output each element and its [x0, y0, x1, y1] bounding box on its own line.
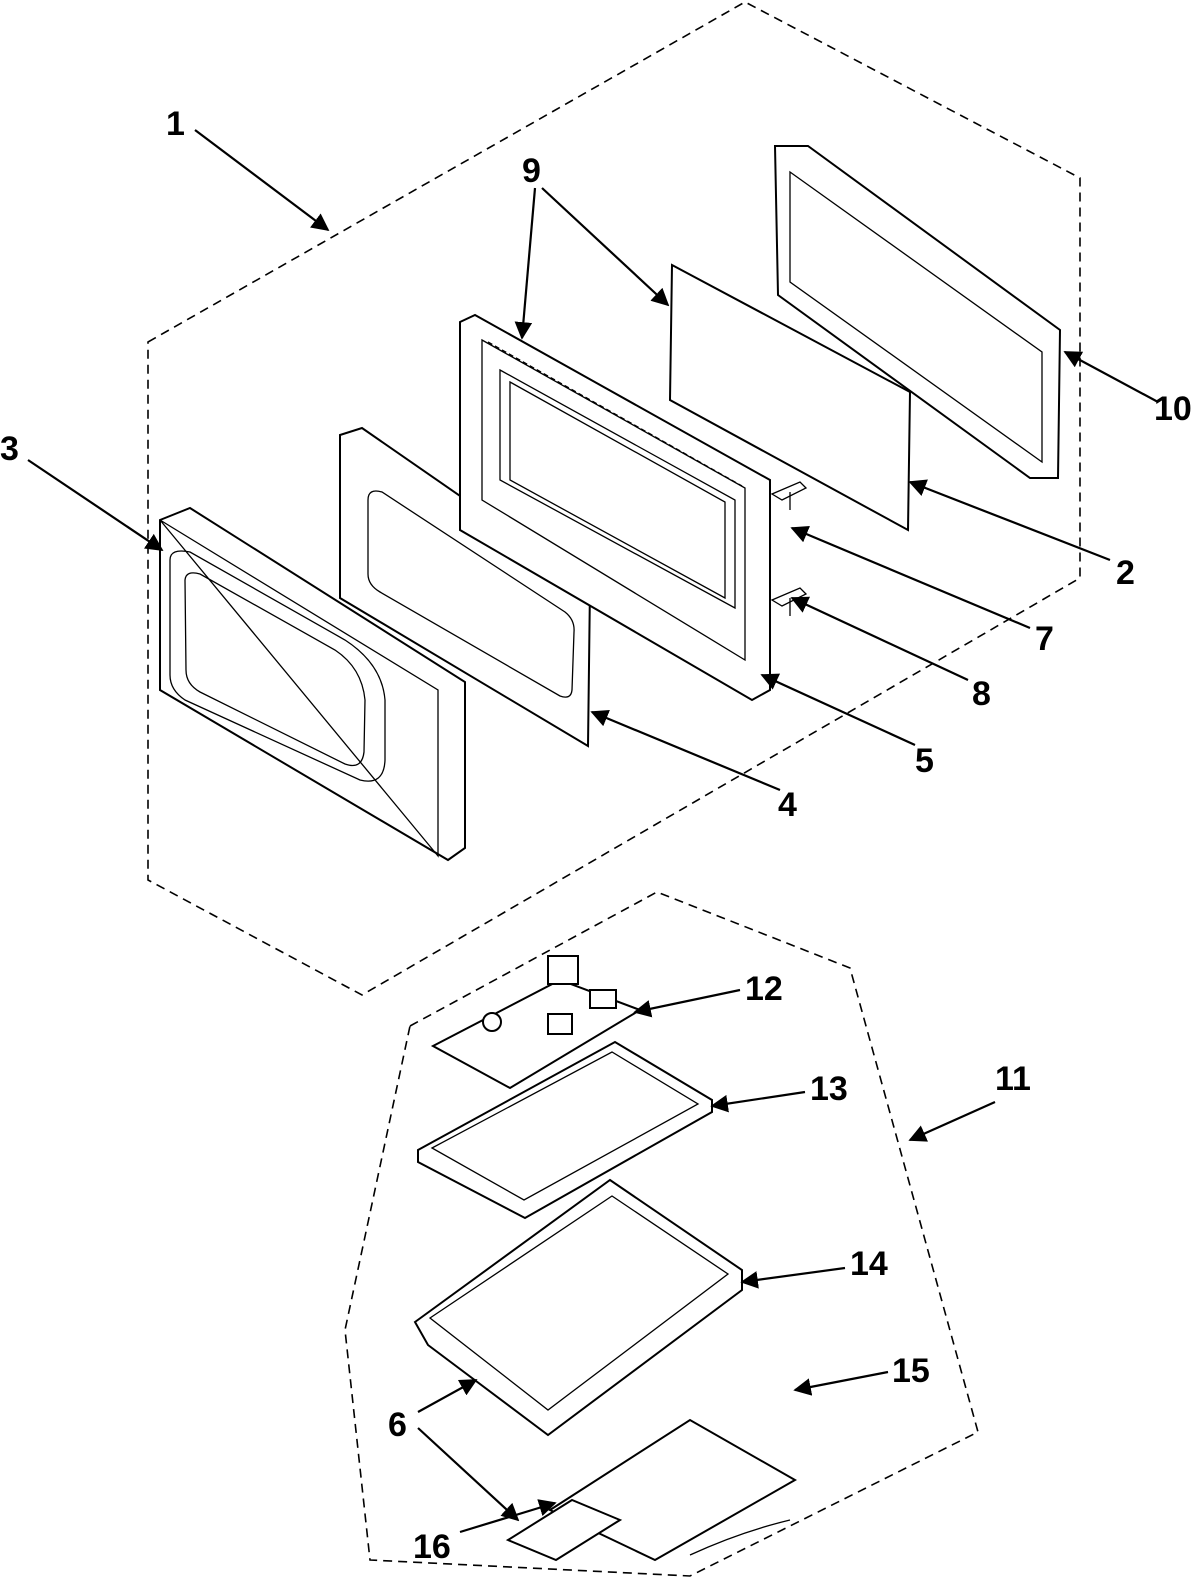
callout-13: 13: [810, 1070, 848, 1108]
door-glass: [668, 263, 912, 532]
callout-8: 8: [972, 675, 991, 713]
callout-14: 14: [850, 1245, 888, 1283]
door-assembly-boundary: [147, 1, 1081, 996]
callout-4: 4: [778, 786, 797, 824]
door-inner-frame: [459, 313, 771, 702]
callout-10: 10: [1154, 390, 1192, 428]
callout-5: 5: [915, 742, 934, 780]
callout-7: 7: [1035, 620, 1054, 658]
callout-1: 1: [166, 105, 185, 143]
latch-hook-upper: [770, 481, 808, 510]
door-front-frame: [159, 506, 466, 862]
callout-6: 6: [388, 1406, 407, 1444]
latch-hook-lower: [770, 587, 808, 616]
leader-lines: [27, 129, 1159, 1534]
callout-3: 3: [0, 430, 19, 468]
control-frame: [413, 1178, 743, 1437]
pcb-tray: [417, 1040, 713, 1220]
callout-15: 15: [892, 1352, 930, 1390]
callout-2: 2: [1116, 554, 1135, 592]
callout-11: 11: [995, 1060, 1031, 1098]
callout-16: 16: [413, 1528, 451, 1566]
callout-9: 9: [522, 152, 541, 190]
callout-12: 12: [745, 970, 783, 1008]
door-screen-frame: [773, 145, 1062, 479]
choke-cover-panel: [339, 426, 592, 748]
control-panel-boundary: [344, 891, 979, 1577]
